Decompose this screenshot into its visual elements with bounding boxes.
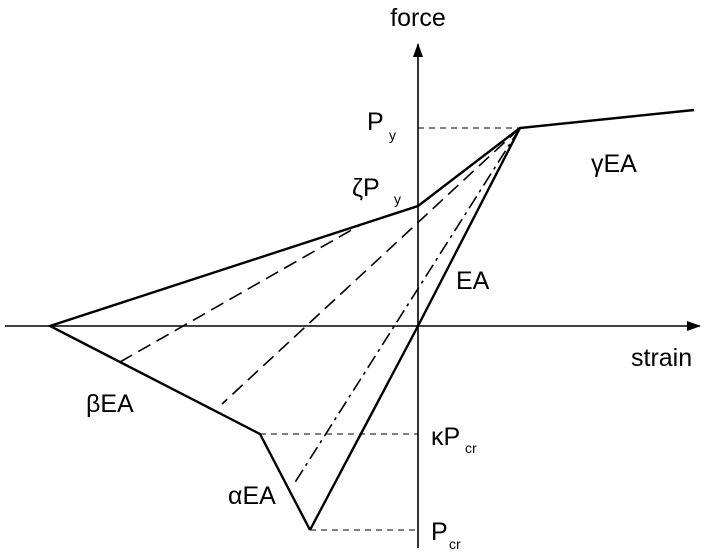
zeta-py-label: ζP y: [352, 174, 401, 207]
gamma-ea-label: γEA: [591, 150, 637, 178]
backbone-curve: [308, 108, 695, 531]
svg-text:P: P: [431, 518, 448, 546]
dashed-unloading-line-2: [119, 223, 363, 363]
svg-text:y: y: [394, 191, 401, 207]
force-axis-label: force: [390, 4, 446, 32]
svg-text:P: P: [367, 108, 384, 136]
py-label: P y: [367, 108, 396, 143]
dashdot-unloading-line-2: [49, 205, 419, 327]
hysteresis-envelope: [46, 127, 521, 531]
svg-text:ζP: ζP: [352, 174, 380, 202]
kappa-pcr-label: κP cr: [431, 423, 477, 456]
svg-text:κP: κP: [431, 423, 460, 451]
strain-axis-label: strain: [631, 344, 692, 372]
pcr-label: P cr: [431, 518, 461, 552]
svg-text:cr: cr: [465, 440, 477, 456]
svg-text:y: y: [389, 127, 396, 143]
svg-text:cr: cr: [449, 536, 461, 552]
ea-label: EA: [456, 267, 490, 295]
dashed-unloading-line-1: [221, 127, 521, 405]
alpha-ea-label: αEA: [228, 482, 276, 510]
beta-ea-label: βEA: [86, 390, 134, 418]
dashdot-unloading-line-1: [293, 127, 521, 485]
